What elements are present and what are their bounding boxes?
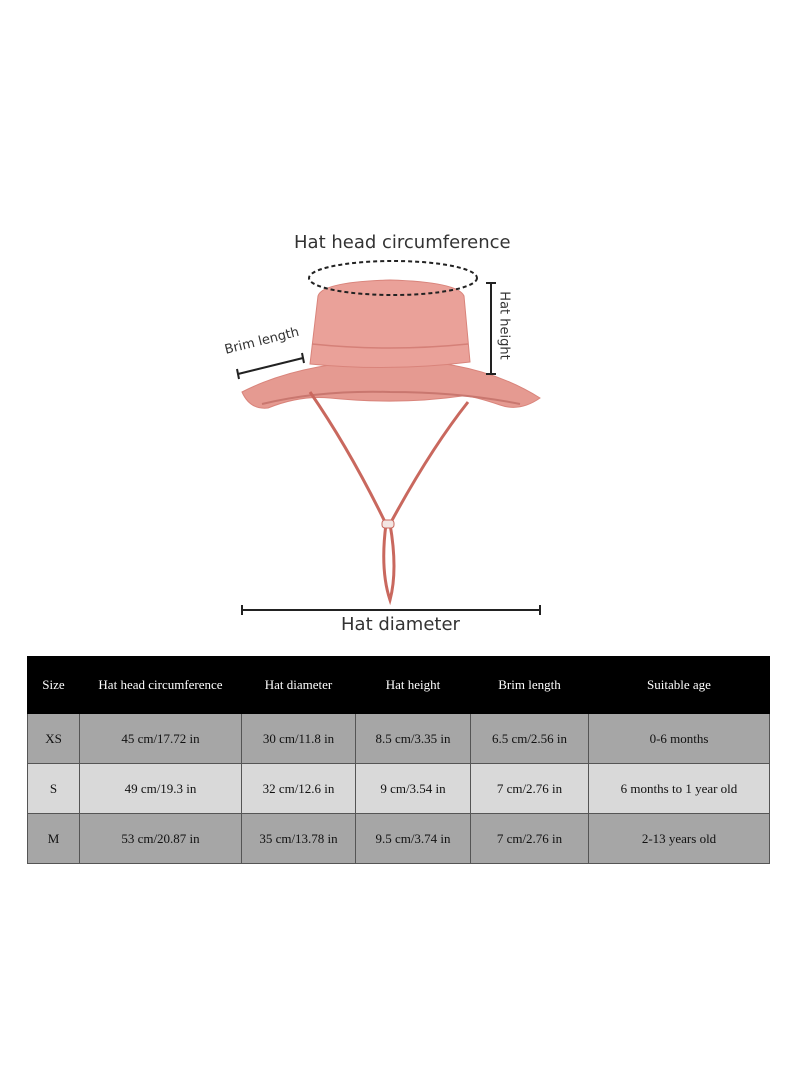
cell-age: 6 months to 1 year old <box>588 763 770 814</box>
header-height: Hat height <box>355 656 471 714</box>
cell-size: M <box>27 813 80 864</box>
cell-height: 9 cm/3.54 in <box>355 763 471 814</box>
cell-size: S <box>27 763 80 814</box>
header-diameter: Hat diameter <box>241 656 356 714</box>
cell-circumference: 45 cm/17.72 in <box>79 713 242 764</box>
size-chart-table: Size Hat head circumference Hat diameter… <box>27 656 770 864</box>
cell-circumference: 53 cm/20.87 in <box>79 813 242 864</box>
table-row: S 49 cm/19.3 in 32 cm/12.6 in 9 cm/3.54 … <box>27 763 770 814</box>
hat-diagram: Hat head circumference Hat height Brim l… <box>223 232 541 635</box>
strap-toggle <box>381 519 395 529</box>
cell-brim: 7 cm/2.76 in <box>470 763 589 814</box>
hat-crown <box>309 279 471 369</box>
label-circumference: Hat head circumference <box>294 232 511 253</box>
header-brim: Brim length <box>470 656 589 714</box>
cell-age: 2-13 years old <box>588 813 770 864</box>
hat-strap <box>308 391 470 606</box>
cell-height: 9.5 cm/3.74 in <box>355 813 471 864</box>
cell-age: 0-6 months <box>588 713 770 764</box>
cell-diameter: 35 cm/13.78 in <box>241 813 356 864</box>
cell-size: XS <box>27 713 80 764</box>
header-circumference: Hat head circumference <box>79 656 242 714</box>
cell-diameter: 32 cm/12.6 in <box>241 763 356 814</box>
label-diameter: Hat diameter <box>341 614 460 635</box>
label-height: Hat height <box>496 291 512 360</box>
diameter-marker <box>241 605 541 615</box>
hat-illustration <box>236 260 541 615</box>
cell-circumference: 49 cm/19.3 in <box>79 763 242 814</box>
cell-brim: 6.5 cm/2.56 in <box>470 713 589 764</box>
table-row: M 53 cm/20.87 in 35 cm/13.78 in 9.5 cm/3… <box>27 813 770 864</box>
cell-brim: 7 cm/2.76 in <box>470 813 589 864</box>
cell-diameter: 30 cm/11.8 in <box>241 713 356 764</box>
brim-marker <box>236 352 305 380</box>
header-size: Size <box>27 656 80 714</box>
cell-height: 8.5 cm/3.35 in <box>355 713 471 764</box>
header-age: Suitable age <box>588 656 770 714</box>
table-header-row: Size Hat head circumference Hat diameter… <box>27 656 770 714</box>
height-marker <box>486 282 496 375</box>
table-row: XS 45 cm/17.72 in 30 cm/11.8 in 8.5 cm/3… <box>27 713 770 764</box>
circumference-marker <box>308 260 478 296</box>
